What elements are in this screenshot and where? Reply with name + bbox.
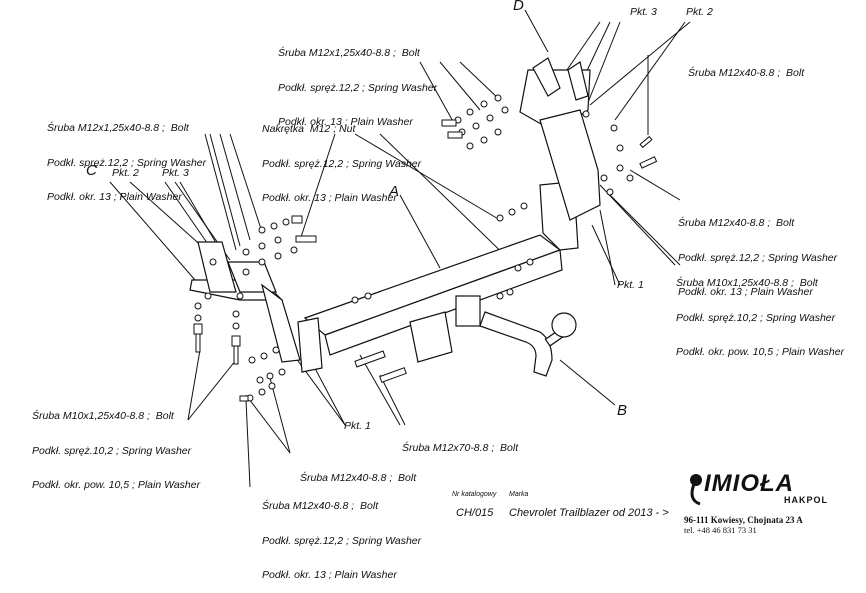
label-line: Śruba M12x40-8.8 ; Bolt [678, 217, 795, 229]
left-bracket-c [189, 241, 301, 363]
label-top-center-screws: Śruba M12x1,25x40-8.8 ; Bolt Podkł. sprę… [278, 25, 437, 140]
hitch-ball-b [409, 295, 577, 377]
brand-label: Marka [509, 491, 529, 498]
catalog-number-value: CH/015 [456, 507, 494, 519]
catalog-number-label: Nr katalogowy [452, 491, 497, 498]
label-line: Podkł. okr. 13 ; Plain Washer [278, 116, 413, 128]
callout-pkt2-right: Pkt. 2 [686, 6, 713, 18]
callout-pkt1-right: Pkt. 1 [617, 279, 644, 291]
callout-b: B [617, 402, 628, 419]
callout-pkt3-right: Pkt. 3 [630, 6, 657, 18]
label-line: Nakrętka M12 ; Nut [262, 123, 356, 135]
imiola-logo: IMIOŁA HAKPOL [678, 470, 828, 510]
label-line: Śruba M12x70-8.8 ; Bolt [402, 442, 519, 454]
label-line: Podkł. spręż.10,2 ; Spring Washer [32, 444, 192, 457]
label-line: Śruba M12x1,25x40-8.8 ; Bolt [278, 47, 420, 59]
label-left-m10-group: Śruba M10x1,25x40-8.8 ; Bolt Podkł. sprę… [32, 388, 200, 503]
label-m12x70-bolt: Śruba M12x70-8.8 ; Bolt [402, 420, 518, 466]
label-right-m12x40-group: Śruba M12x40-8.8 ; Bolt Podkł. spręż.12,… [678, 195, 837, 310]
label-bottom-m12x40-group: Śruba M12x40-8.8 ; Bolt Podkł. spręż.12,… [262, 478, 421, 593]
label-line: Śruba M12x40-8.8 ; Bolt [688, 67, 805, 79]
label-bottom-m12x40-bolt: Śruba M12x40-8.8 ; Bolt [300, 450, 416, 496]
company-address: 96-111 Kowiesy, Chojnata 23 A tel. +48 4… [684, 515, 803, 535]
label-line: Śruba M12x1,25x40-8.8 ; Bolt [47, 122, 189, 134]
label-line: Podkł. okr. 13 ; Plain Washer [262, 569, 397, 581]
address-line: 96-111 Kowiesy, Chojnata 23 A [684, 515, 803, 525]
right-bracket-d [519, 57, 614, 221]
callout-d: D [513, 0, 524, 14]
label-top-left-screws: Śruba M12x1,25x40-8.8 ; Bolt Podkł. sprę… [47, 100, 206, 215]
label-line: Podkł. spręż.12,2 ; Spring Washer [678, 251, 838, 264]
label-bolt-top-right: Śruba M12x40-8.8 ; Bolt [688, 45, 804, 91]
leader-lines [109, 9, 691, 488]
phone-line: tel. +48 46 831 73 31 [684, 525, 757, 535]
label-line: Śruba M10x1,25x40-8.8 ; Bolt [32, 410, 174, 422]
callout-a: A [389, 183, 400, 200]
label-line: Podkł. okr. 13 ; Plain Washer [262, 192, 397, 204]
label-line: Podkł. okr. pow. 10,5 ; Plain Washer [676, 346, 845, 358]
logo-name: IMIOŁA [704, 470, 794, 497]
label-line: Podkł. spręż.12,2 ; Spring Washer [262, 157, 422, 170]
label-line: Śruba M10x1,25x40-8.8 ; Bolt [676, 277, 818, 289]
logo-sub: HAKPOL [784, 495, 828, 505]
fasteners [193, 94, 658, 402]
callout-c: C [86, 162, 97, 179]
callout-pkt2-left: Pkt. 2 [112, 167, 139, 179]
callout-pkt3-left: Pkt. 3 [162, 167, 189, 179]
label-nut-group: Nakrętka M12 ; Nut Podkł. spręż.12,2 ; S… [262, 101, 421, 216]
brand-value: Chevrolet Trailblazer od 2013 - > [509, 507, 669, 519]
tow-bar-exploded-drawing [109, 9, 691, 488]
label-line: Podkł. spręż.12,2 ; Spring Washer [262, 534, 422, 547]
label-line: Podkł. spręż.12,2 ; Spring Washer [47, 156, 207, 169]
label-line: Podkł. okr. 13 ; Plain Washer [47, 191, 182, 203]
label-line: Podkł. spręż.12,2 ; Spring Washer [278, 81, 438, 94]
label-line: Podkł. spręż.10,2 ; Spring Washer [676, 311, 836, 324]
label-line: Śruba M12x40-8.8 ; Bolt [300, 472, 417, 484]
label-line: Podkł. okr. pow. 10,5 ; Plain Washer [32, 479, 201, 491]
callout-pkt1-left: Pkt. 1 [344, 420, 371, 432]
label-line: Podkł. okr. 13 ; Plain Washer [678, 286, 813, 298]
tow-ball-logo-icon [690, 474, 702, 506]
label-line: Śruba M12x40-8.8 ; Bolt [262, 500, 379, 512]
label-right-m10-group: Śruba M10x1,25x40-8.8 ; Bolt Podkł. sprę… [676, 255, 844, 370]
